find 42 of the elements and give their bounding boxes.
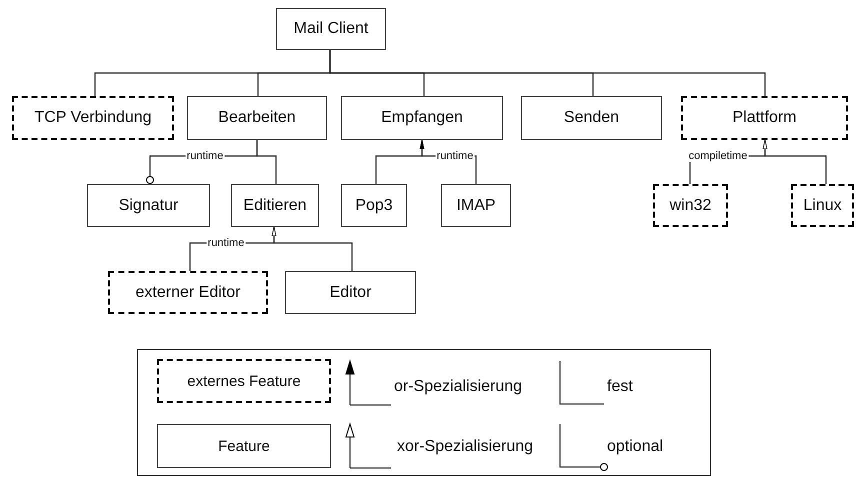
feature-name: Linux: [803, 196, 842, 214]
legend-text: optional: [607, 438, 664, 456]
feature-name: win32: [670, 196, 712, 214]
feature-name: Bearbeiten: [218, 109, 296, 127]
feature-name: Senden: [564, 109, 620, 127]
feature-name: TCP Verbindung: [34, 109, 152, 127]
edge-label: runtime: [436, 150, 474, 162]
external-feature-sample: externes Feature: [157, 359, 331, 403]
edge-label: compiletime: [688, 150, 748, 162]
feature-box: [341, 96, 503, 140]
feature-name: IMAP: [456, 196, 496, 214]
legend-text: or-Spezialisierung: [394, 378, 522, 396]
connector: [256, 140, 277, 184]
external-feature-box: [12, 96, 174, 140]
feature-name: Mail Client: [294, 20, 368, 38]
feature-name: Pop3: [355, 196, 393, 214]
connector: [762, 140, 827, 184]
feature-box: [441, 184, 511, 227]
feature-box: [231, 184, 319, 227]
external-feature-box: [108, 271, 268, 314]
feature-name: Plattform: [732, 109, 796, 127]
feature-box: [276, 8, 386, 50]
feature-box: [87, 184, 210, 227]
feature-box: [187, 96, 327, 140]
external-feature-box: [791, 184, 854, 227]
feature-box: [341, 184, 407, 227]
external-feature-box: [653, 184, 728, 227]
feature-name: Editieren: [243, 196, 307, 214]
connector: [272, 226, 353, 271]
feature-name: Signatur: [118, 196, 178, 214]
connector: [329, 50, 766, 96]
feature-name: Editor: [330, 284, 372, 302]
external-feature-box: [681, 96, 848, 140]
feature-box: [285, 271, 416, 314]
legend-text: xor-Spezialisierung: [397, 438, 534, 456]
edge-label: runtime: [206, 237, 246, 249]
feature-name: externer Editor: [136, 284, 240, 302]
legend-text: fest: [607, 378, 633, 396]
feature-name: Empfangen: [381, 109, 463, 127]
edge-label: runtime: [186, 150, 224, 162]
feature-box: [521, 96, 662, 140]
feature-sample: Feature: [157, 424, 331, 468]
